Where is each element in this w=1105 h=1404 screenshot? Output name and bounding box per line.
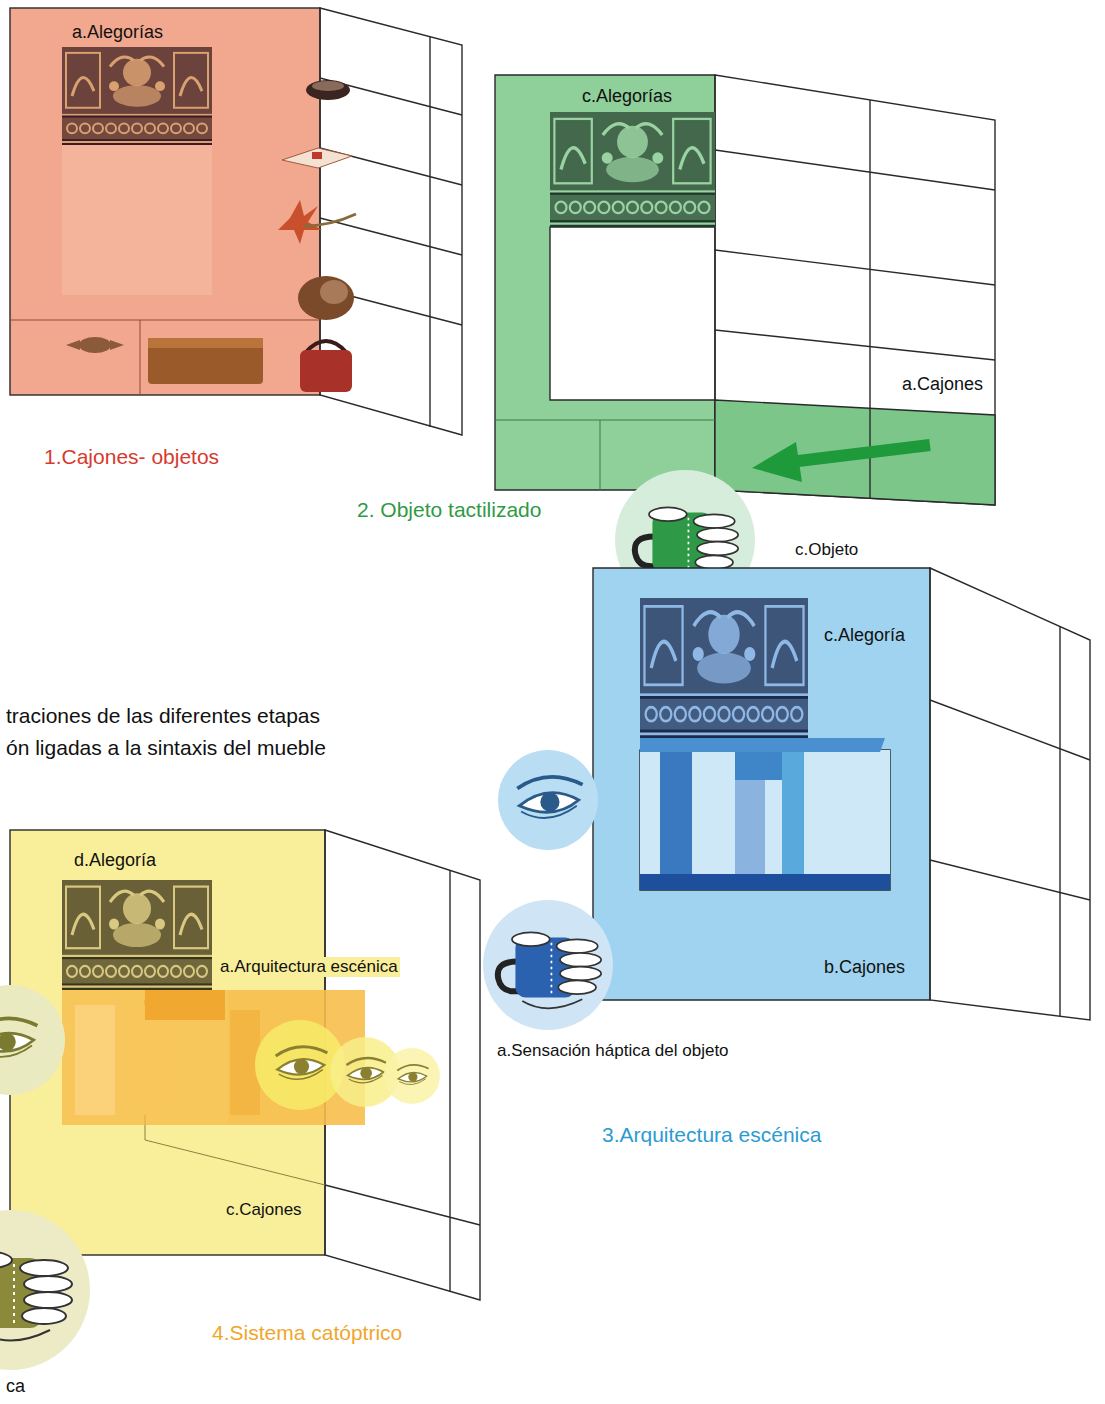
cabinet-3 [593, 568, 1090, 1020]
part-label: d.Alegoría [72, 850, 158, 872]
part-label: a.Cajones [900, 374, 985, 396]
scenic-architecture-blue [640, 738, 890, 890]
figure-caption: traciones de las diferentes etapas ón li… [4, 700, 342, 763]
stage-title: 4.Sistema catóptrico [210, 1320, 404, 1345]
part-label: a.Alegorías [70, 22, 165, 44]
stage-title: 1.Cajones- objetos [42, 444, 221, 469]
cabinet-1 [10, 8, 462, 435]
part-label: c.Alegoría [822, 625, 907, 647]
part-label: c.Objeto [793, 540, 860, 560]
part-label: a.Arquitectura escénica [218, 957, 400, 977]
part-label: c.Cajones [224, 1200, 304, 1220]
green-arrow [752, 442, 930, 482]
stage-title: 2. Objeto tactilizado [355, 497, 543, 522]
eyes-catoptric [0, 985, 440, 1110]
part-label: b.Cajones [822, 957, 907, 979]
stage-title: 3.Arquitectura escénica [600, 1122, 823, 1147]
hand-object-blue [483, 900, 613, 1030]
drawer-objects [66, 80, 356, 392]
hand-object-olive [0, 1210, 90, 1370]
part-label: ca [4, 1376, 27, 1398]
cabinet-4 [10, 830, 480, 1300]
eye-blue [498, 750, 598, 850]
part-label: c.Alegorías [580, 86, 674, 108]
cabinet-2 [495, 75, 995, 505]
part-label: a.Sensación háptica del objeto [495, 1041, 731, 1061]
scenic-architecture-yellow [62, 990, 365, 1125]
